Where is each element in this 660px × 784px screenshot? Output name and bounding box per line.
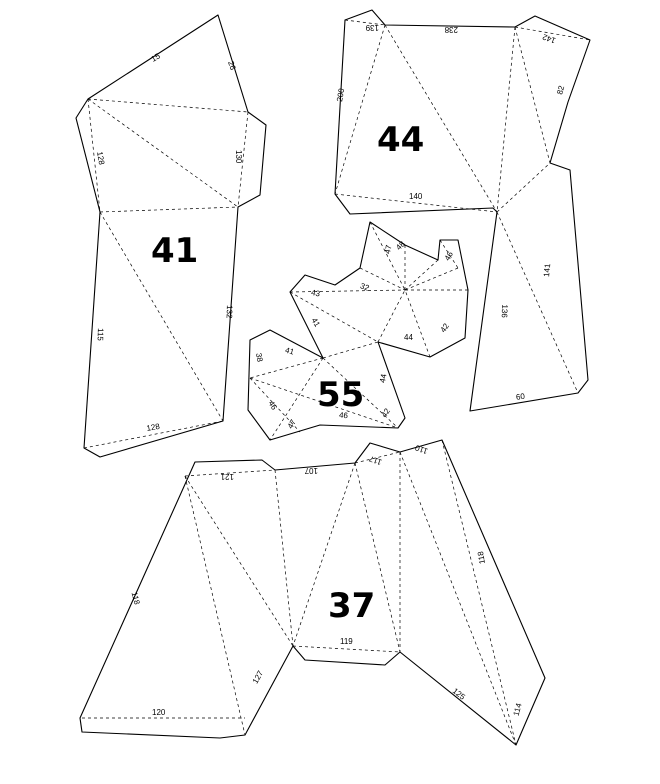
piece-37-dim-label: 125 xyxy=(451,686,467,702)
piece-55-dim-label: 44 xyxy=(378,373,389,384)
piece-55-number: 55 xyxy=(317,375,364,415)
piece-44-dim-label: 139 xyxy=(365,23,379,32)
piece-44-dim-label: 82 xyxy=(555,84,566,95)
piece-41-number: 41 xyxy=(151,231,198,271)
piece-41-dim-label: 26 xyxy=(226,60,237,72)
piece-44-fold-lines xyxy=(334,19,591,394)
piece-41-fold-lines xyxy=(83,98,249,449)
piece-37-fold-lines xyxy=(82,439,517,746)
piece-41-outline xyxy=(75,14,267,458)
piece-44-dim-label: 200 xyxy=(335,87,346,102)
piece-44-dim-label: 141 xyxy=(542,263,552,278)
piece-55-dim-label: 38 xyxy=(254,352,265,363)
piece-37-outline xyxy=(79,439,546,746)
piece-41: 41 15 26 128 130 115 132 128 xyxy=(75,14,267,458)
piece-41-dim-label: 115 xyxy=(96,328,105,342)
piece-55-fold-lines xyxy=(249,221,468,441)
piece-55-dim-label: 46 xyxy=(267,399,280,412)
piece-55-dim-label: 48 xyxy=(394,239,407,252)
piece-41-dim-label: 128 xyxy=(146,422,161,433)
piece-55: 55 48 47 46 43 32 41 42 44 38 41 44 46 4… xyxy=(247,221,469,441)
piece-55-dim-label: 46 xyxy=(339,410,349,420)
piece-37-dim-label: 118 xyxy=(130,591,142,606)
piece-37-dim-label: 121 xyxy=(220,472,234,481)
piece-37-dim-label: 107 xyxy=(304,466,318,475)
piece-55-dim-label: 41 xyxy=(310,316,323,329)
piece-37-dim-label: 114 xyxy=(512,702,524,717)
piece-44: 44 139 238 142 200 82 140 141 136 60 xyxy=(334,9,591,412)
piece-41-dim-label: 15 xyxy=(150,51,163,64)
piece-37-number: 37 xyxy=(328,586,375,626)
piece-55-dim-label: 43 xyxy=(310,288,321,299)
piece-55-outline xyxy=(247,221,469,441)
piece-55-dim-label: 44 xyxy=(404,333,413,342)
piece-41-dim-label: 128 xyxy=(95,151,106,166)
piece-44-dim-label: 142 xyxy=(541,32,557,45)
piece-44-dim-label: 140 xyxy=(409,192,423,201)
piece-44-number: 44 xyxy=(377,120,424,160)
piece-37-dim-label: 127 xyxy=(251,669,266,686)
piece-37-dim-label: 119 xyxy=(340,637,353,646)
piece-55-dim-label: 42 xyxy=(438,321,451,334)
piece-55-dim-label: 42 xyxy=(379,406,392,419)
piece-55-dim-label: 41 xyxy=(284,346,295,357)
piece-37-dim-label: 110 xyxy=(413,443,429,456)
piece-44-dim-label: 136 xyxy=(500,304,509,318)
piece-55-dim-label: 47 xyxy=(383,244,394,255)
piece-44-dim-label: 238 xyxy=(444,25,458,34)
piece-37-dim-label: 120 xyxy=(152,708,166,717)
piece-37-dim-label: 117 xyxy=(367,454,383,467)
piece-44-dim-label: 60 xyxy=(515,392,526,402)
piece-37: 37 121 107 117 110 118 119 118 127 120 1… xyxy=(79,439,546,746)
piece-41-dim-label: 130 xyxy=(234,150,243,164)
piece-41-dim-label: 132 xyxy=(225,305,234,319)
piece-55-dim-label: 32 xyxy=(359,281,371,293)
piece-37-dim-label: 118 xyxy=(476,550,487,565)
piece-44-outline xyxy=(334,9,591,412)
